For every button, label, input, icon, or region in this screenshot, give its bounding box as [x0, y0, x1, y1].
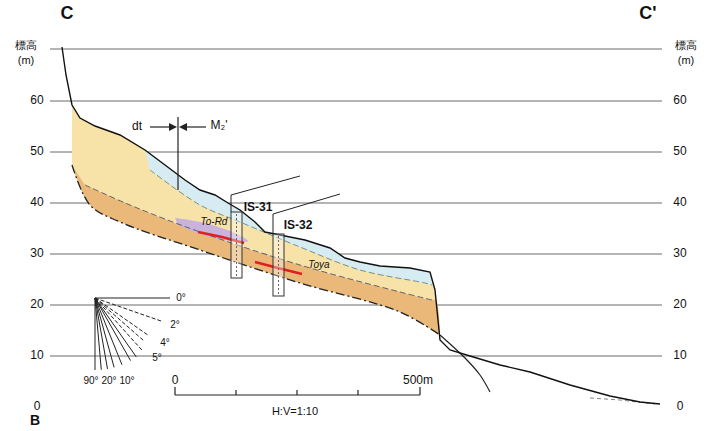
dip-angle: 20°	[101, 375, 116, 386]
dip-scale-line	[95, 298, 143, 340]
unit-symbol: M₂'	[211, 119, 228, 132]
dip-scale-line	[95, 298, 170, 299]
dip-angle: 10°	[119, 375, 134, 386]
scale-tick	[235, 390, 236, 395]
grid-line	[50, 101, 662, 102]
section-end-label: B	[30, 413, 40, 428]
boundary-dashed	[85, 185, 432, 300]
dip-scale-line	[95, 298, 108, 369]
boundary-symbol	[177, 117, 178, 190]
terrace-deposit	[72, 105, 436, 300]
scale-tick	[419, 387, 420, 395]
dip-angle: 90°	[83, 375, 98, 386]
elevation-tick: 0	[677, 400, 684, 413]
axis-title: (m)	[18, 54, 35, 66]
boundary-dashdot	[72, 165, 440, 335]
axis-title: 標高	[15, 39, 37, 51]
scale-tick	[174, 387, 175, 395]
elevation-tick: 50	[30, 145, 43, 158]
boundary-symbol	[184, 126, 206, 127]
dip-angle: 5°	[152, 352, 162, 363]
dip-angle: 4°	[160, 337, 170, 348]
dip-angle: 2°	[170, 319, 180, 330]
elevation-tick: 50	[673, 145, 686, 158]
arrowhead	[169, 123, 177, 131]
grid-line	[50, 305, 662, 306]
unit-symbol: dt	[132, 120, 142, 133]
tephra-label: To-Rd	[201, 216, 228, 227]
elevation-tick: 10	[673, 349, 686, 362]
scale-label: 0	[172, 374, 179, 387]
boundary-dashed	[150, 170, 432, 285]
elevation-tick: 30	[30, 247, 43, 260]
elevation-tick: 40	[30, 196, 43, 209]
dip-scale-line	[95, 298, 96, 370]
grid-line	[50, 49, 662, 50]
borehole	[273, 234, 284, 296]
axis-title: (m)	[678, 54, 695, 66]
section-end-label: C'	[639, 4, 656, 24]
elevation-tick: 20	[673, 298, 686, 311]
elevation-tick: 10	[30, 349, 43, 362]
tephra-label: Toya	[308, 259, 329, 270]
arrowhead	[179, 123, 187, 131]
section-end-label: C	[61, 4, 74, 24]
ground-profile	[62, 47, 660, 404]
boundary-symbol	[150, 126, 172, 127]
blue-layer	[145, 150, 434, 285]
elevation-tick: 60	[30, 94, 43, 107]
elevation-tick: 0	[34, 400, 41, 413]
scale-tick	[357, 390, 358, 395]
borehole-label: IS-32	[284, 219, 313, 232]
elevation-tick: 40	[673, 196, 686, 209]
borehole-core	[278, 236, 279, 294]
elevation-tick: 30	[673, 247, 686, 260]
leader-line	[273, 194, 340, 234]
dip-scale-line	[95, 298, 101, 370]
orange-layer	[72, 165, 440, 335]
axis-title: 標高	[675, 39, 697, 51]
scale-label: 500m	[403, 374, 433, 387]
borehole-label: IS-31	[244, 201, 273, 214]
borehole	[231, 212, 242, 278]
dip-scale-line	[95, 298, 122, 365]
borehole-core	[236, 214, 237, 276]
scale-ratio: H:V=1:10	[272, 405, 318, 417]
base-curve	[440, 335, 490, 392]
scale-tick	[296, 390, 297, 395]
elevation-tick: 20	[30, 298, 43, 311]
grid-line	[50, 356, 662, 357]
dip-angle: 0°	[176, 292, 186, 303]
grid-line	[50, 254, 662, 255]
elevation-tick: 60	[673, 94, 686, 107]
